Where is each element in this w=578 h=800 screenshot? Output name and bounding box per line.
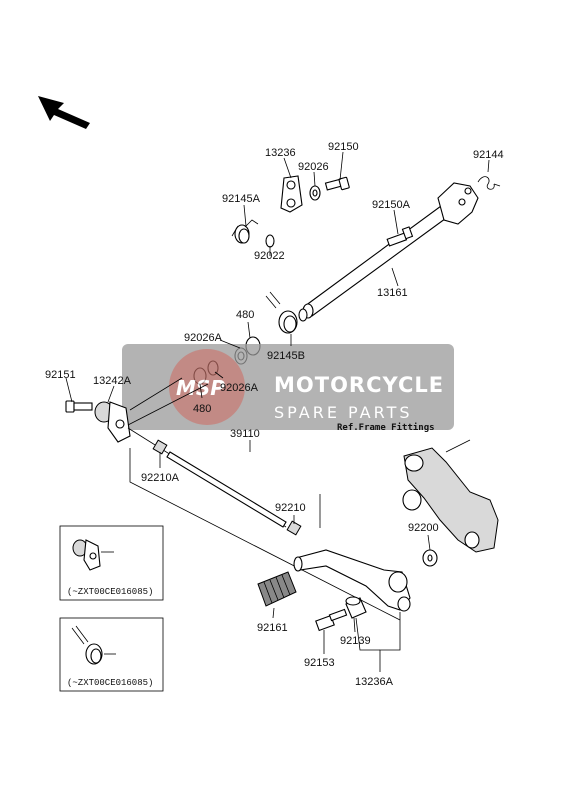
watermark-line2: SPARE PARTS [274,403,413,422]
ref-frame-bracket [402,439,499,553]
label-92026A-upper: 92026A [184,332,223,344]
label-92022: 92022 [254,250,285,262]
leader-lines [65,151,490,672]
part-39110-tie-rod[interactable] [127,427,287,528]
label-92145A: 92145A [222,193,261,205]
part-92139-collar[interactable] [345,596,367,619]
label-ref-frame-fittings: Ref.Frame Fittings [337,422,435,433]
part-92026-washer[interactable] [309,185,321,201]
label-13242A: 13242A [93,375,132,387]
label-13161: 13161 [377,287,408,299]
label-92200: 92200 [408,522,439,534]
label-92150: 92150 [328,141,359,153]
inset-spring-variant: (~ZXT00CE016085) [59,617,164,692]
label-92210A: 92210A [141,472,180,484]
label-13236: 13236 [265,147,296,159]
part-92161-rubber[interactable] [257,571,297,607]
part-92145B-spring[interactable] [265,291,298,334]
part-13236-arm[interactable] [280,175,303,213]
inset-rod-end-variant: (~ZXT00CE016085) [59,525,164,601]
part-92210A-nut[interactable] [152,439,168,455]
label-13236A: 13236A [355,676,394,688]
part-92150-bolt[interactable] [324,176,350,191]
part-92151-bolt[interactable] [65,400,93,413]
watermark: MSP MOTORCYCLE SPARE PARTS [122,344,454,430]
assembly-outline [127,377,401,621]
part-92144-spring[interactable] [477,176,501,190]
part-13242A-rod-end[interactable] [94,401,131,443]
label-92153: 92153 [304,657,335,669]
label-92210: 92210 [275,502,306,514]
part-92200-washer[interactable] [422,549,438,567]
label-92151: 92151 [45,369,76,381]
label-92145B: 92145B [267,350,305,362]
part-92153-bolt[interactable] [315,608,348,632]
part-92145A-spring[interactable] [231,219,259,244]
watermark-line1: MOTORCYCLE [274,373,444,397]
inset2-code: (~ZXT00CE016085) [67,678,153,688]
label-92144: 92144 [473,149,504,161]
label-480-lower: 480 [193,403,211,415]
label-92026A-lower: 92026A [220,382,259,394]
label-92150A: 92150A [372,199,411,211]
label-480-upper: 480 [236,309,254,321]
front-direction-arrow-icon [38,96,90,129]
part-92150A-bolt[interactable] [386,226,414,247]
label-92161: 92161 [257,622,288,634]
label-92139: 92139 [340,635,371,647]
part-13236A-shift-pedal[interactable] [293,549,411,612]
part-92022-washer[interactable] [265,234,275,248]
part-92210-nut[interactable] [286,520,302,536]
label-39110: 39110 [230,428,260,440]
label-92026: 92026 [298,161,329,173]
inset1-code: (~ZXT00CE016085) [67,587,153,597]
